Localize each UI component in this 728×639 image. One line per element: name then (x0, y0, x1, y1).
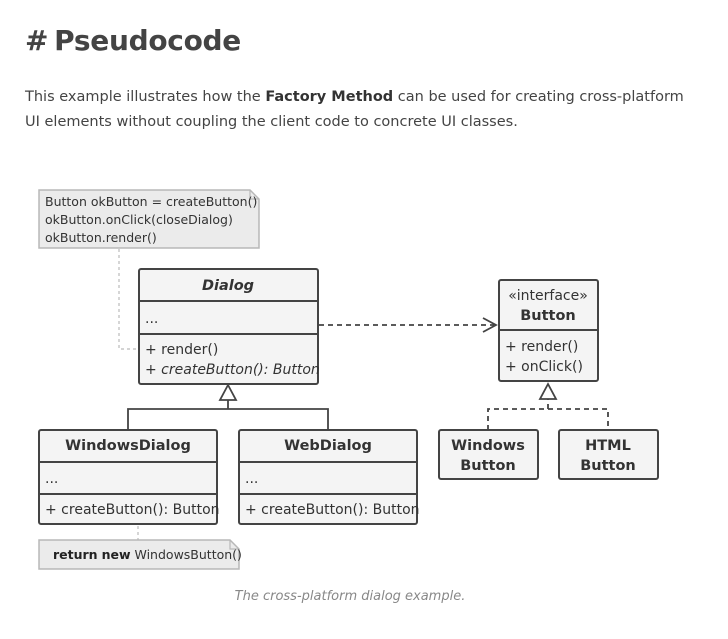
button-interface-name: Button (520, 308, 576, 324)
windows-dialog-note (38, 539, 240, 570)
dialog-inheritance-arrowhead (218, 383, 238, 401)
button-method-onclick: + onClick() (505, 359, 583, 375)
html-button-name-line-2: Button (580, 458, 636, 474)
client-code-note-fold (249, 190, 259, 200)
web-dialog-method-create-button: + createButton(): Button (245, 502, 420, 518)
windows-dialog-method-create-button: + createButton(): Button (45, 502, 220, 518)
keyword-return: return (53, 547, 98, 562)
intro-text-bold: Factory Method (265, 89, 394, 105)
dialog-method-render: + render() (145, 342, 218, 358)
windows-dialog-class: WindowsDialog ... + createButton(): Butt… (38, 429, 220, 525)
button-method-render: + render() (505, 339, 578, 355)
windows-button-constructor: WindowsButton() (135, 547, 242, 562)
client-code-line-3: okButton.render() (45, 230, 157, 245)
windows-dialog-note-fold (229, 540, 239, 550)
dialog-class-name: Dialog (202, 278, 254, 294)
intro-paragraph: This example illustrates how the Factory… (25, 85, 685, 135)
button-stereotype: «interface» (508, 288, 588, 304)
dialog-method-create-button: + createButton(): Button (145, 362, 320, 378)
html-button-name-line-1: HTML (585, 438, 631, 454)
anchor-hash[interactable]: # (25, 24, 49, 57)
client-code-note (38, 189, 260, 249)
windows-dialog-class-name: WindowsDialog (65, 438, 191, 454)
html-button-class: HTML Button (558, 429, 659, 480)
keyword-new: new (102, 547, 131, 562)
web-dialog-fields: ... (245, 471, 258, 487)
button-interface: «interface» Button + render() + onClick(… (498, 279, 599, 382)
button-implementation-arrowhead (538, 382, 558, 400)
windows-button-name-line-2: Button (460, 458, 516, 474)
button-implementation-line (487, 399, 609, 430)
dialog-class: Dialog ... + render() + createButton(): … (138, 268, 320, 385)
dialog-fields: ... (145, 311, 158, 327)
intro-text-before: This example illustrates how the (25, 89, 266, 105)
windows-button-name-line-1: Windows (451, 438, 525, 454)
windows-button-class: Windows Button (438, 429, 539, 480)
page-title-text: Pseudocode (54, 24, 241, 57)
dialog-inheritance-line (127, 400, 329, 430)
client-code-line-1: Button okButton = createButton() (45, 194, 257, 209)
windows-dialog-note-text: return new WindowsButton() (53, 547, 242, 562)
web-dialog-class-name: WebDialog (284, 438, 372, 454)
intro-text-after: can be used for creating cross-platform … (25, 89, 684, 130)
note-client-connector (118, 249, 139, 350)
client-code-line-2: okButton.onClick(closeDialog) (45, 212, 233, 227)
windows-dialog-fields: ... (45, 471, 58, 487)
figure-caption: The cross-platform dialog example. (234, 589, 466, 604)
web-dialog-class: WebDialog ... + createButton(): Button (238, 429, 420, 525)
page-title: #Pseudocode (25, 24, 241, 57)
dialog-button-dependency-arrowhead (482, 317, 498, 333)
